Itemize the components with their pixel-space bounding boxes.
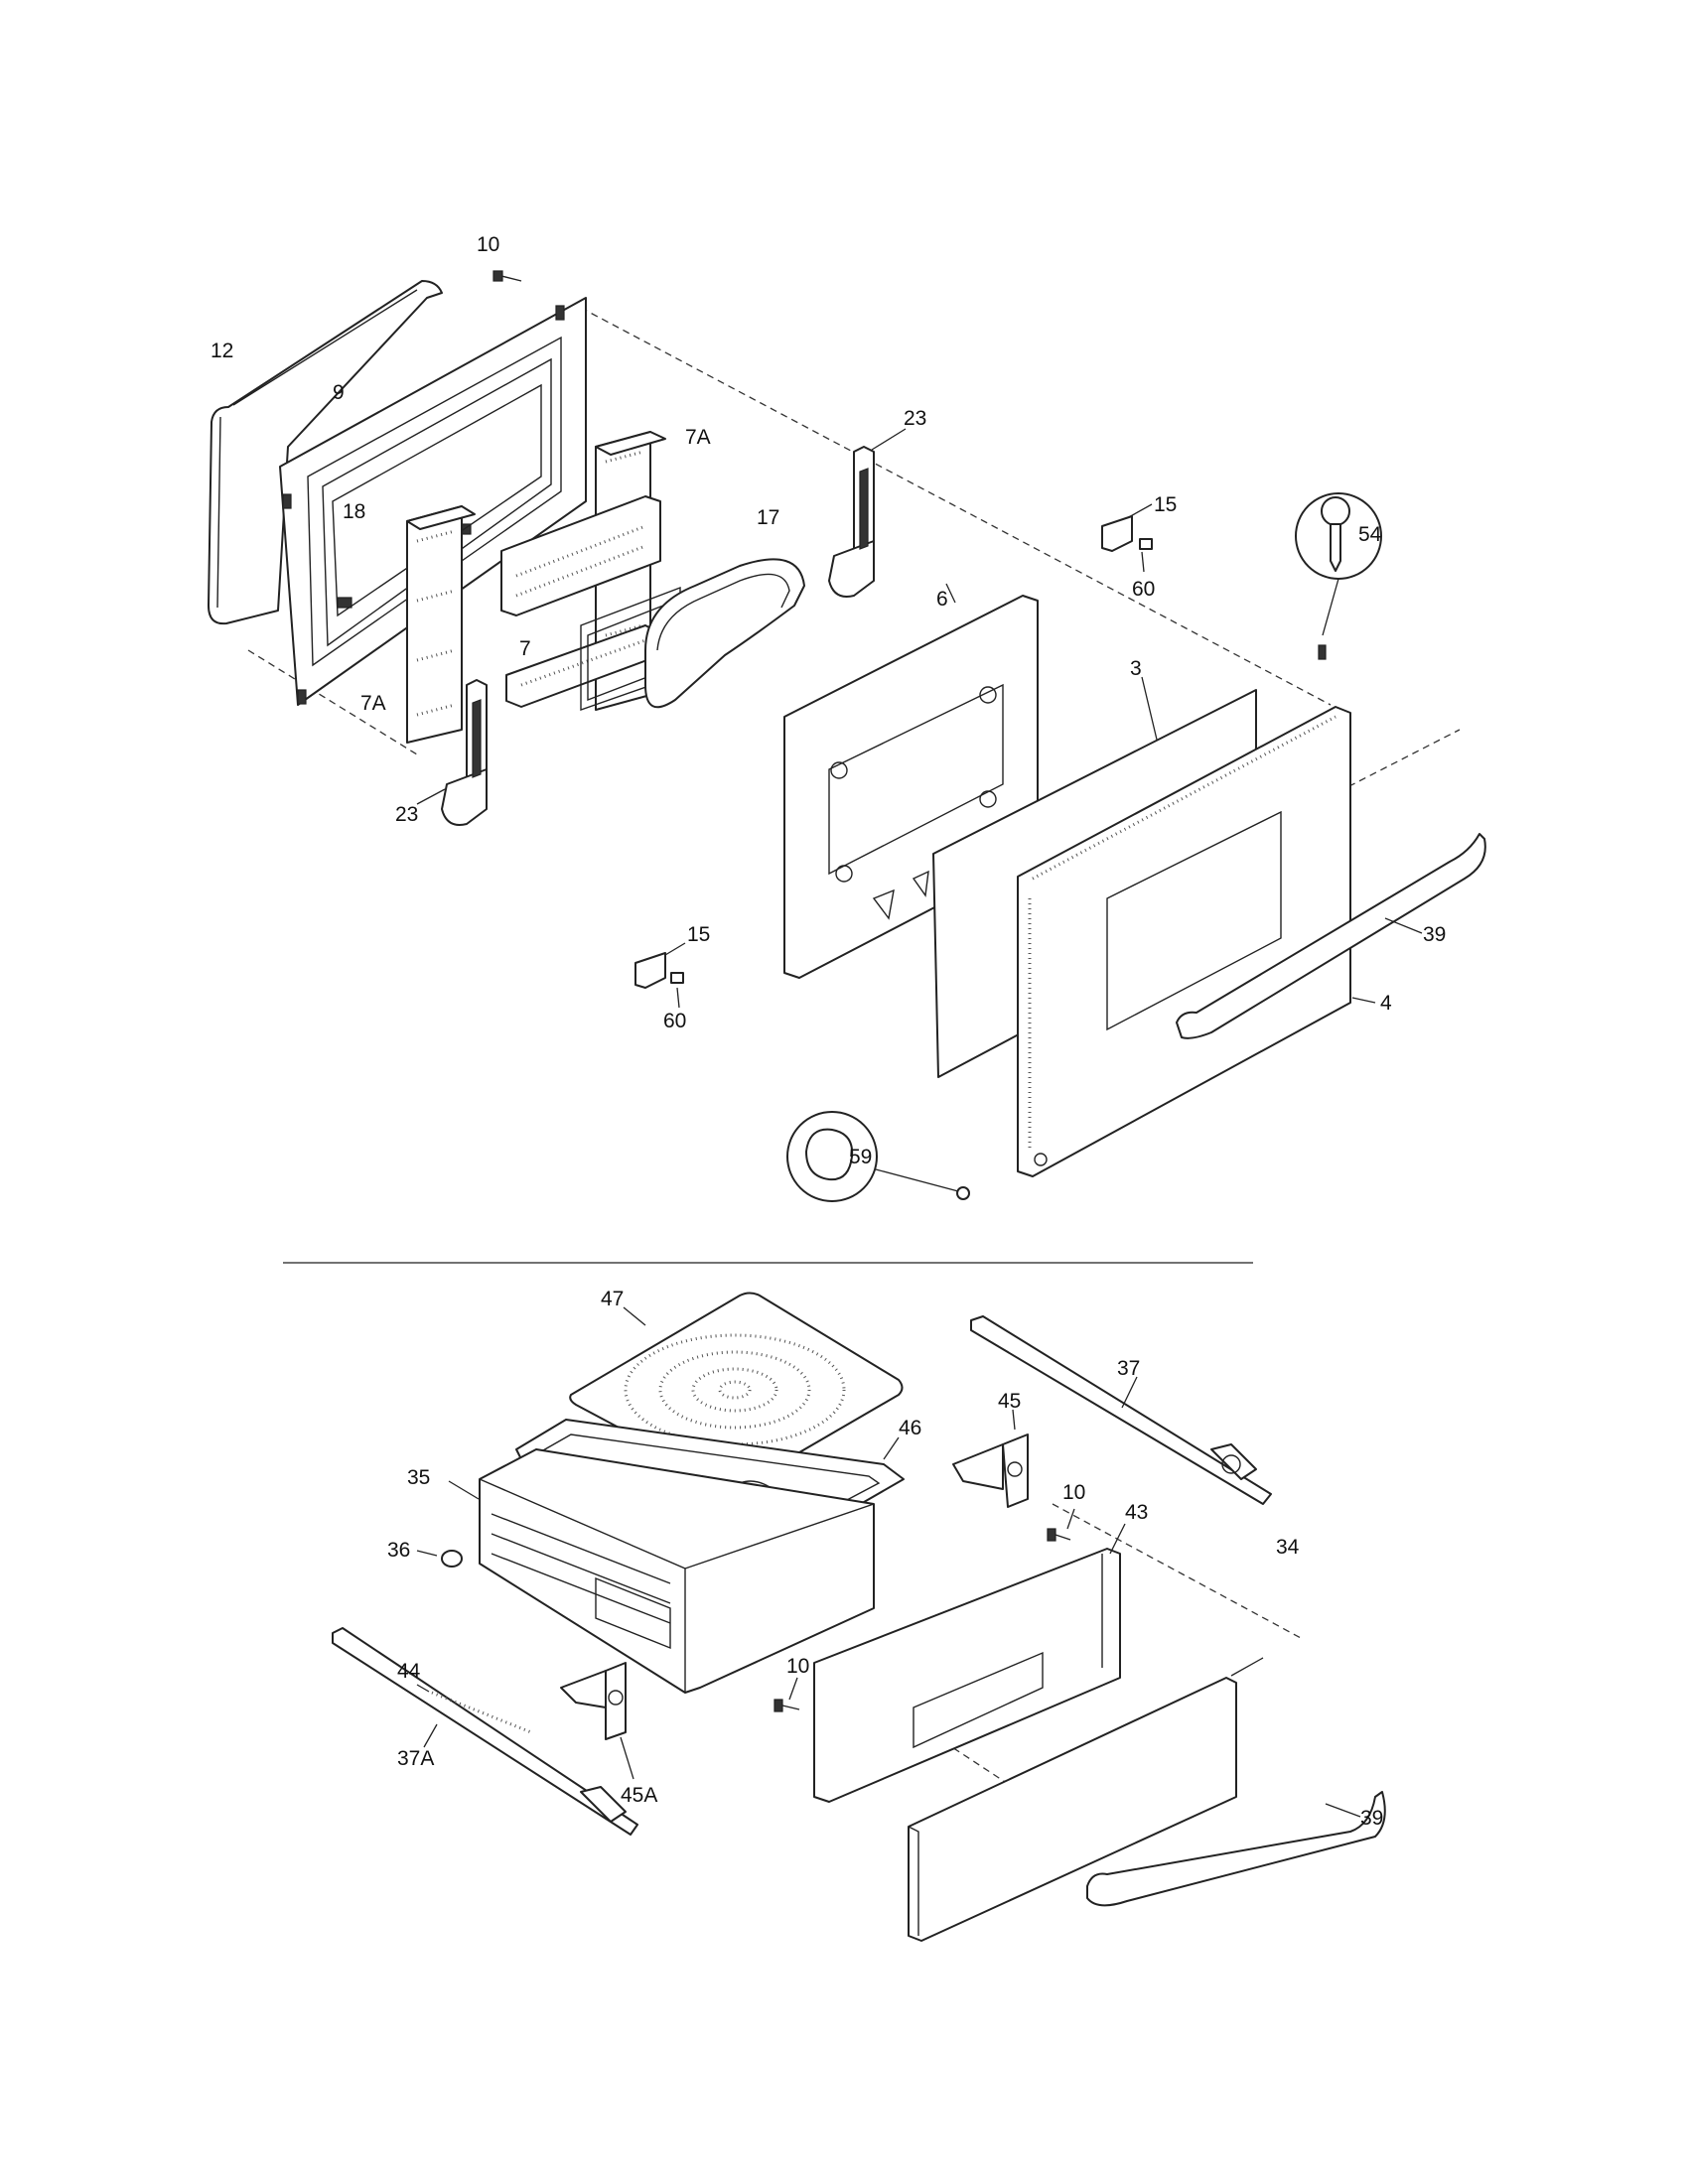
hinge-23-lower [416, 679, 488, 826]
bumper-59-detail [786, 1111, 970, 1202]
label-45a: 45A [621, 1784, 657, 1807]
screw-10-low [774, 1677, 800, 1712]
label-18: 18 [343, 500, 365, 523]
label-34: 34 [1276, 1536, 1300, 1559]
clip-15-lower [634, 942, 686, 1009]
label-23-bottom: 23 [395, 803, 418, 826]
bracket-45a [560, 1662, 634, 1780]
drawer-body-35 [448, 1448, 875, 1694]
screw-10-mid [1047, 1508, 1075, 1542]
label-4: 4 [1380, 992, 1392, 1015]
label-43: 43 [1125, 1501, 1148, 1524]
label-37a: 37A [397, 1747, 434, 1770]
label-39-top: 39 [1423, 923, 1446, 946]
gasket-17 [644, 558, 805, 709]
label-15-bottom: 15 [687, 923, 710, 946]
label-37: 37 [1117, 1357, 1140, 1380]
label-6: 6 [936, 588, 948, 611]
label-45: 45 [998, 1390, 1021, 1413]
label-10-mid: 10 [1062, 1481, 1085, 1504]
slide-37 [970, 1315, 1272, 1505]
glass-18 [332, 383, 542, 617]
label-60-top: 60 [1132, 578, 1155, 601]
bracket-45 [952, 1409, 1029, 1508]
label-9: 9 [333, 381, 345, 404]
label-3: 3 [1130, 657, 1142, 680]
label-60-bottom: 60 [663, 1010, 686, 1032]
label-54: 54 [1358, 523, 1382, 546]
insulation-7 [500, 495, 681, 711]
nut-36 [416, 1550, 463, 1568]
label-59: 59 [849, 1146, 872, 1168]
label-7a-top: 7A [685, 426, 711, 449]
gasket-12 [208, 280, 443, 625]
label-47: 47 [601, 1288, 624, 1310]
label-7a-left: 7A [360, 692, 386, 715]
screw-54-detail [1295, 492, 1382, 660]
label-36: 36 [387, 1539, 410, 1562]
label-44: 44 [397, 1660, 421, 1683]
handle-39-upper [1176, 833, 1486, 1039]
screw-10-top [492, 270, 522, 282]
label-17: 17 [757, 506, 779, 529]
label-15-top: 15 [1154, 493, 1177, 516]
slide-37a [332, 1627, 638, 1836]
label-10-low: 10 [786, 1655, 809, 1678]
label-12: 12 [211, 340, 233, 362]
label-10-top: 10 [477, 233, 499, 256]
outer-door-4 [1017, 706, 1376, 1177]
callout-labels: 10 12 9 7A 18 17 23 15 60 54 7 7A 6 3 23… [211, 233, 1446, 1830]
drawer-frame-43 [813, 1523, 1126, 1803]
clip-15-upper [1101, 503, 1153, 573]
label-39-bottom: 39 [1360, 1807, 1383, 1830]
label-23-top: 23 [904, 407, 926, 430]
drawer-panel-34 [908, 1657, 1264, 1942]
spring-44 [416, 1684, 532, 1734]
label-35: 35 [407, 1466, 430, 1489]
hinge-23-upper [828, 428, 907, 598]
label-46: 46 [899, 1417, 921, 1439]
label-7: 7 [519, 637, 531, 660]
handle-39-lower [1086, 1791, 1386, 1907]
